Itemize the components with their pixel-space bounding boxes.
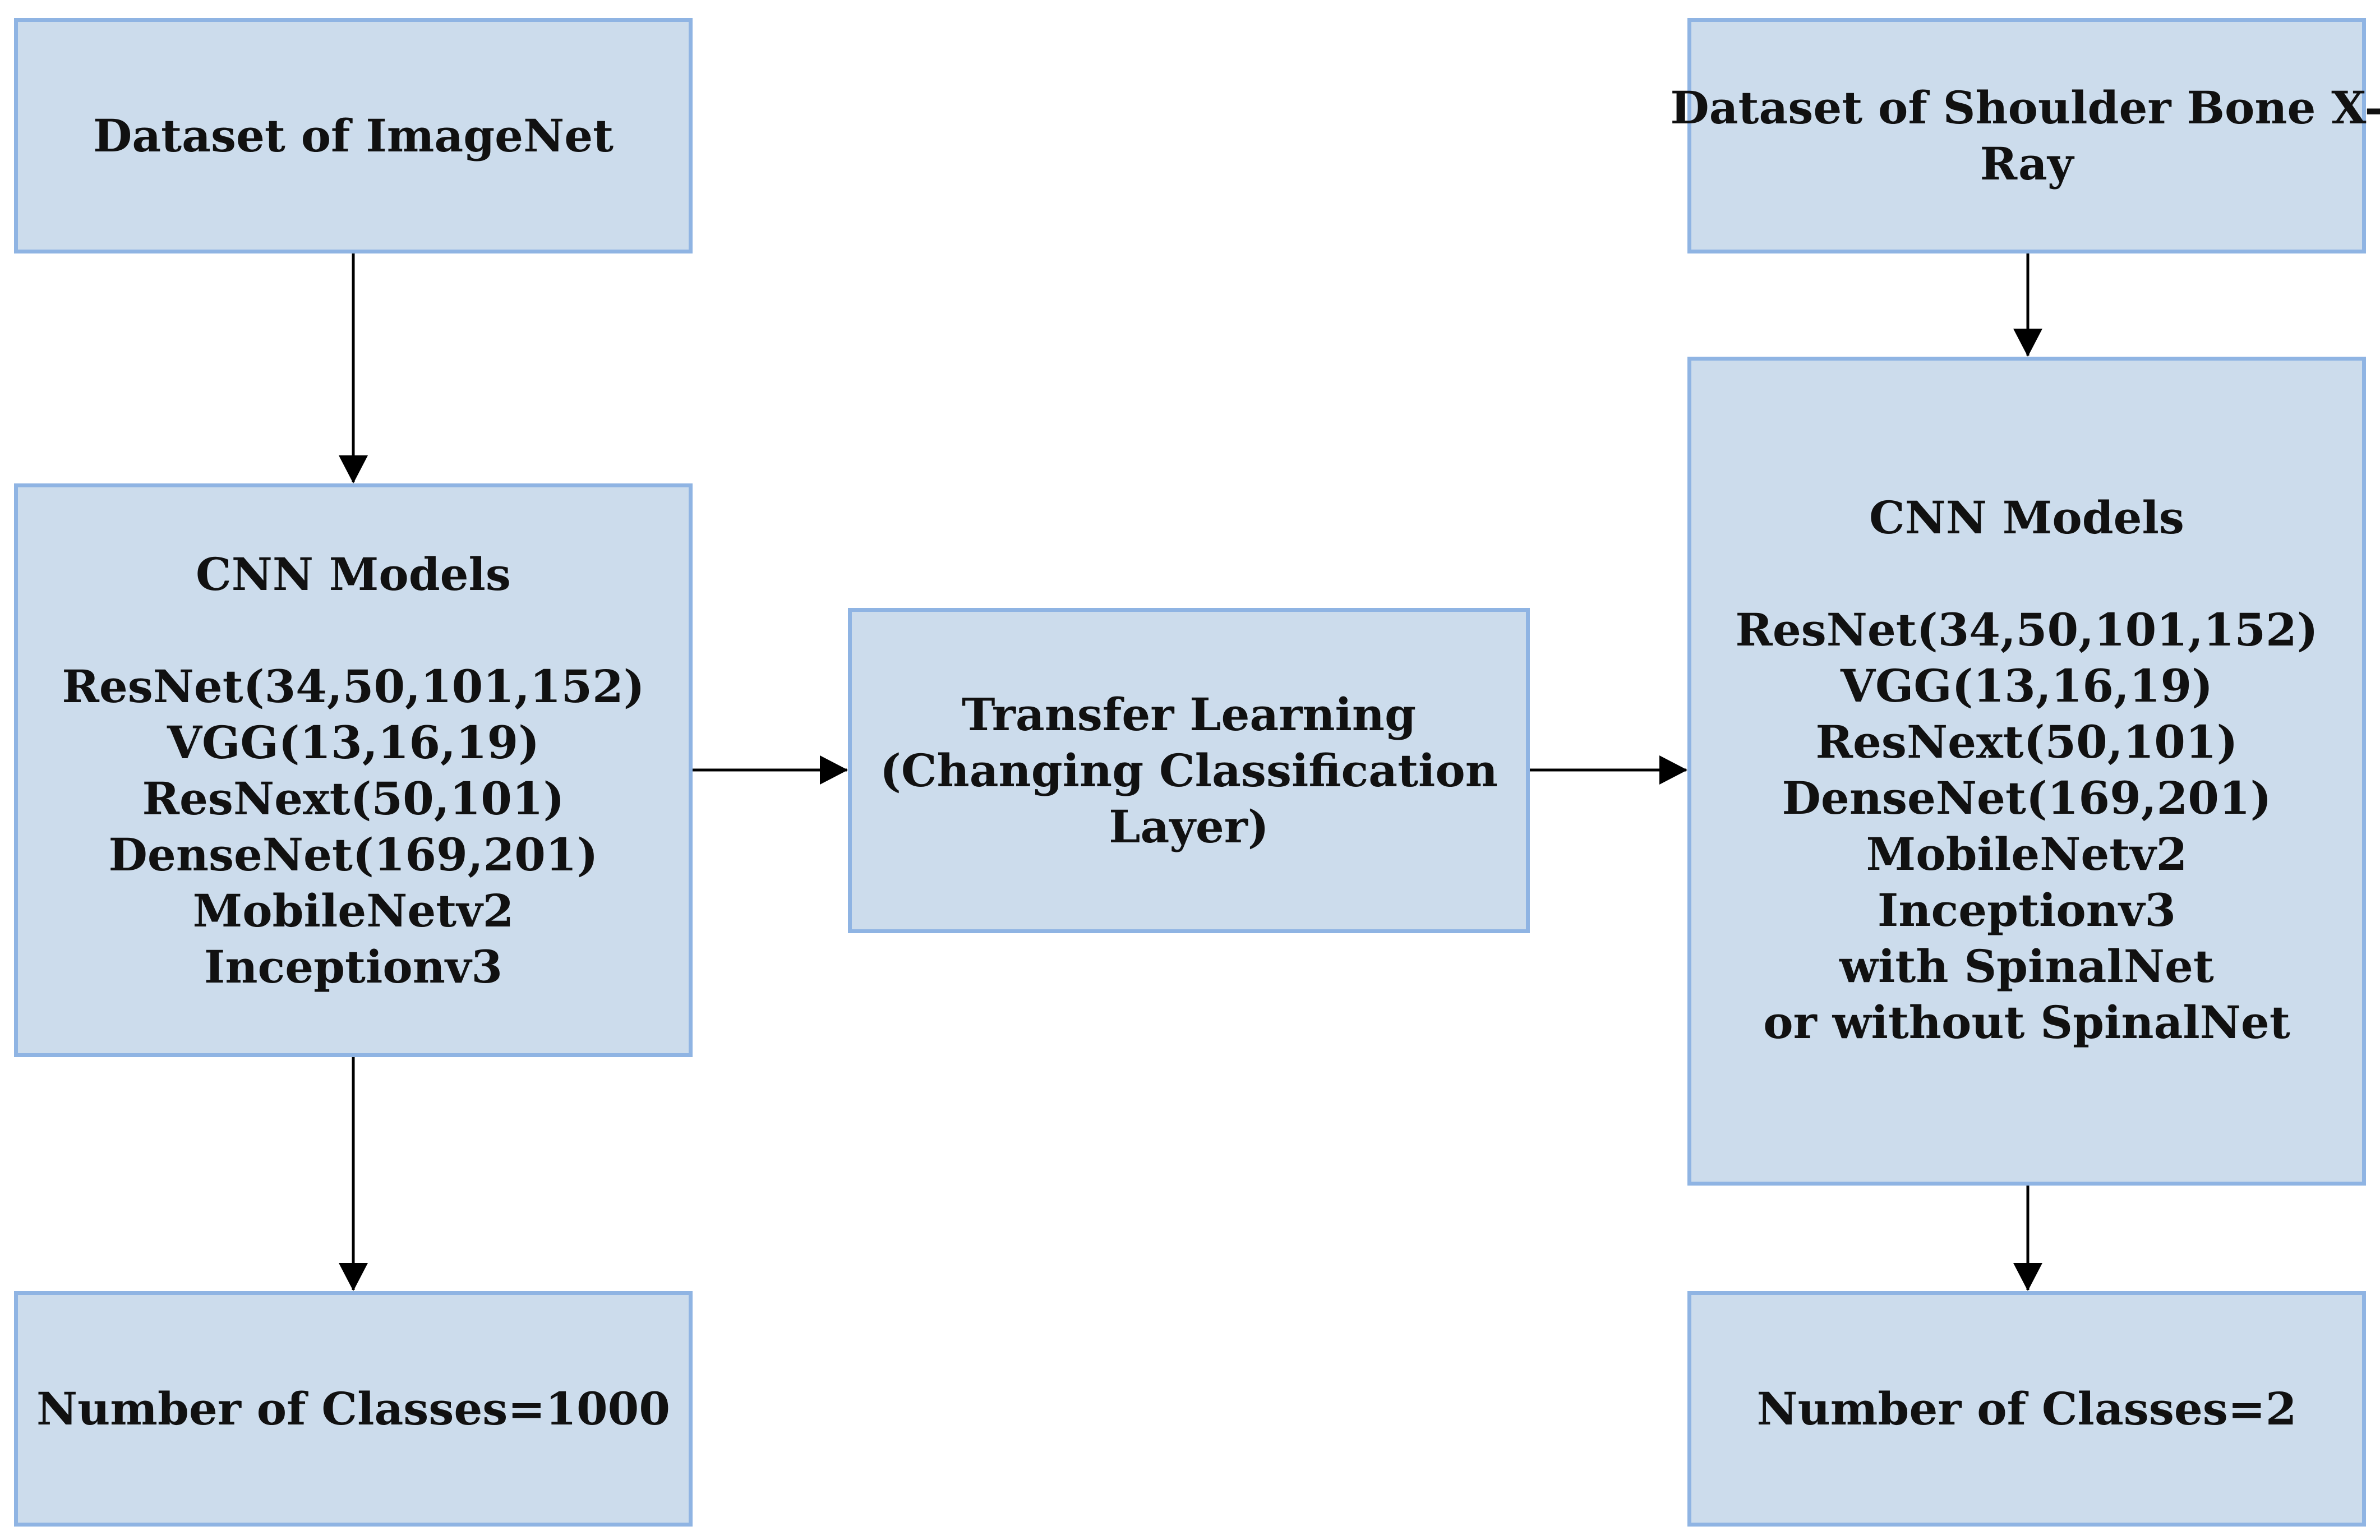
source-model-item: ResNet(34,50,101,152) — [62, 660, 645, 713]
xray-dataset-line: Ray — [1980, 137, 2074, 190]
transfer-learning-line: Transfer Learning — [962, 688, 1416, 741]
arrowhead-models-to-classes-1000 — [339, 1263, 368, 1291]
target-model-item: VGG(13,16,19) — [1840, 660, 2213, 712]
source-classes-box: Number of Classes=1000 — [14, 1291, 693, 1527]
target-model-item: with SpinalNet — [1839, 940, 2214, 993]
xray-dataset-box: Dataset of Shoulder Bone X- Ray — [1670, 18, 2380, 253]
source-cnn-models-box: CNN Models ResNet(34,50,101,152) VGG(13,… — [14, 483, 693, 1057]
transfer-learning-line: Layer) — [1109, 800, 1269, 853]
target-classes-label: Number of Classes=2 — [1756, 1382, 2297, 1435]
source-model-item: MobileNetv2 — [192, 884, 514, 937]
target-cnn-models-title: CNN Models — [1869, 491, 2184, 544]
source-model-item: Inceptionv3 — [204, 940, 503, 993]
target-cnn-models-box: CNN Models ResNet(34,50,101,152) VGG(13,… — [1687, 357, 2366, 1186]
source-classes-label: Number of Classes=1000 — [36, 1382, 670, 1435]
source-model-item: ResNext(50,101) — [142, 772, 565, 825]
source-model-item: VGG(13,16,19) — [167, 716, 540, 769]
target-model-item: Inceptionv3 — [1877, 884, 2176, 937]
arrowhead-imagenet-to-models — [339, 455, 368, 483]
transfer-learning-box: Transfer Learning (Changing Classificati… — [848, 608, 1530, 933]
xray-dataset-line: Dataset of Shoulder Bone X- — [1670, 81, 2380, 134]
arrowhead-transfer-to-target-models — [1659, 755, 1687, 785]
source-model-item: DenseNet(169,201) — [108, 828, 598, 881]
source-cnn-models-title: CNN Models — [196, 547, 511, 601]
arrowhead-xray-to-target-models — [2013, 329, 2042, 357]
target-model-item: ResNet(34,50,101,152) — [1735, 603, 2318, 656]
imagenet-dataset-label: Dataset of ImageNet — [93, 109, 614, 162]
target-model-item: or without SpinalNet — [1763, 996, 2290, 1049]
arrowhead-target-models-to-classes-2 — [2013, 1263, 2042, 1291]
imagenet-dataset-box: Dataset of ImageNet — [14, 18, 693, 253]
transfer-learning-line: (Changing Classification — [880, 744, 1498, 797]
target-classes-box: Number of Classes=2 — [1687, 1291, 2366, 1527]
target-model-item: DenseNet(169,201) — [1782, 772, 2272, 824]
target-model-item: MobileNetv2 — [1866, 828, 2188, 880]
target-model-item: ResNext(50,101) — [1815, 716, 2238, 768]
arrowhead-models-to-transfer — [820, 755, 848, 785]
